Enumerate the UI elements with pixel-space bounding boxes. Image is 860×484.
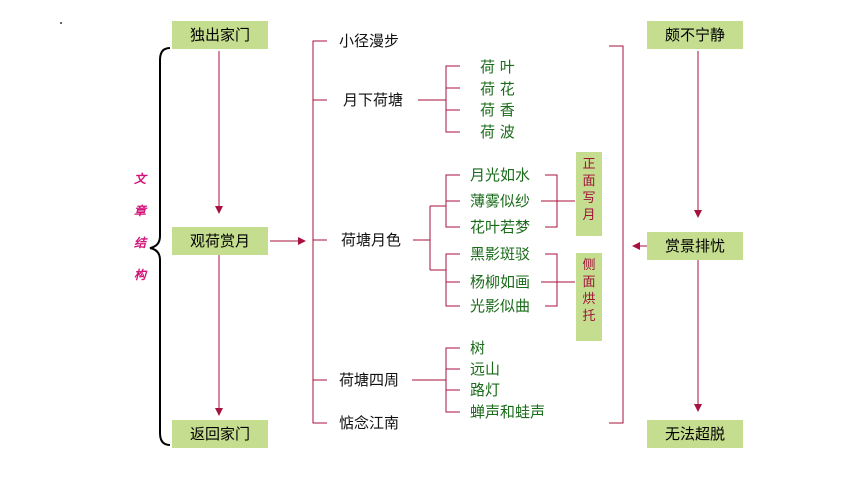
direct-writing-tag: 正 面 写 月 — [576, 152, 602, 236]
side-tag-char-3: 烘 — [582, 292, 596, 307]
side-item-2: 杨柳如画 — [470, 273, 531, 291]
direct-tag-char-2: 面 — [582, 174, 596, 189]
box-return-home: 返回家门 — [172, 420, 268, 448]
side-char-3: 结 — [133, 236, 146, 250]
direct-tag-char-1: 正 — [582, 157, 596, 172]
direct-tag-char-4: 月 — [582, 208, 596, 223]
lotus-wave: 荷 波 — [480, 123, 515, 141]
lotus-fragrance: 荷 香 — [480, 101, 515, 119]
direct-item-2: 薄雾似纱 — [470, 192, 531, 210]
section-moon-color: 荷塘月色 — [341, 231, 402, 249]
direct-item-1: 月光如水 — [470, 166, 531, 184]
section-pond-moon: 月下荷塘 — [343, 91, 404, 109]
box-restless: 颇不宁静 — [647, 21, 743, 49]
surround-sounds: 蝉声和蛙声 — [470, 403, 546, 421]
side-tag-char-2: 面 — [582, 275, 596, 290]
box-view-lotus: 观荷赏月 — [172, 227, 268, 255]
side-tag-char-1: 侧 — [582, 258, 596, 273]
structure-side-label: 文 章 结 构 — [132, 170, 148, 298]
corner-dot — [60, 22, 62, 24]
lotus-flower: 荷 花 — [480, 80, 515, 98]
side-char-4: 构 — [133, 268, 146, 282]
side-item-3: 光影似曲 — [470, 297, 531, 315]
box-relieve-worry: 赏景排忧 — [647, 232, 743, 260]
surround-mountain: 远山 — [470, 360, 501, 378]
box-leave-home: 独出家门 — [172, 21, 268, 49]
direct-item-3: 花叶若梦 — [470, 218, 531, 236]
side-char-2: 章 — [133, 204, 146, 218]
direct-tag-char-3: 写 — [582, 191, 596, 206]
side-item-1: 黑影斑驳 — [470, 245, 531, 263]
lotus-leaf: 荷 叶 — [480, 58, 515, 76]
box-cannot-escape: 无法超脱 — [647, 420, 743, 448]
section-south: 惦念江南 — [339, 414, 400, 432]
side-tag-char-4: 托 — [582, 309, 596, 324]
surround-lamp: 路灯 — [470, 381, 501, 399]
surround-tree: 树 — [470, 339, 486, 357]
side-char-1: 文 — [133, 172, 146, 186]
section-surroundings: 荷塘四周 — [339, 371, 400, 389]
side-contrast-tag: 侧 面 烘 托 — [576, 253, 602, 341]
section-path: 小径漫步 — [339, 32, 400, 50]
